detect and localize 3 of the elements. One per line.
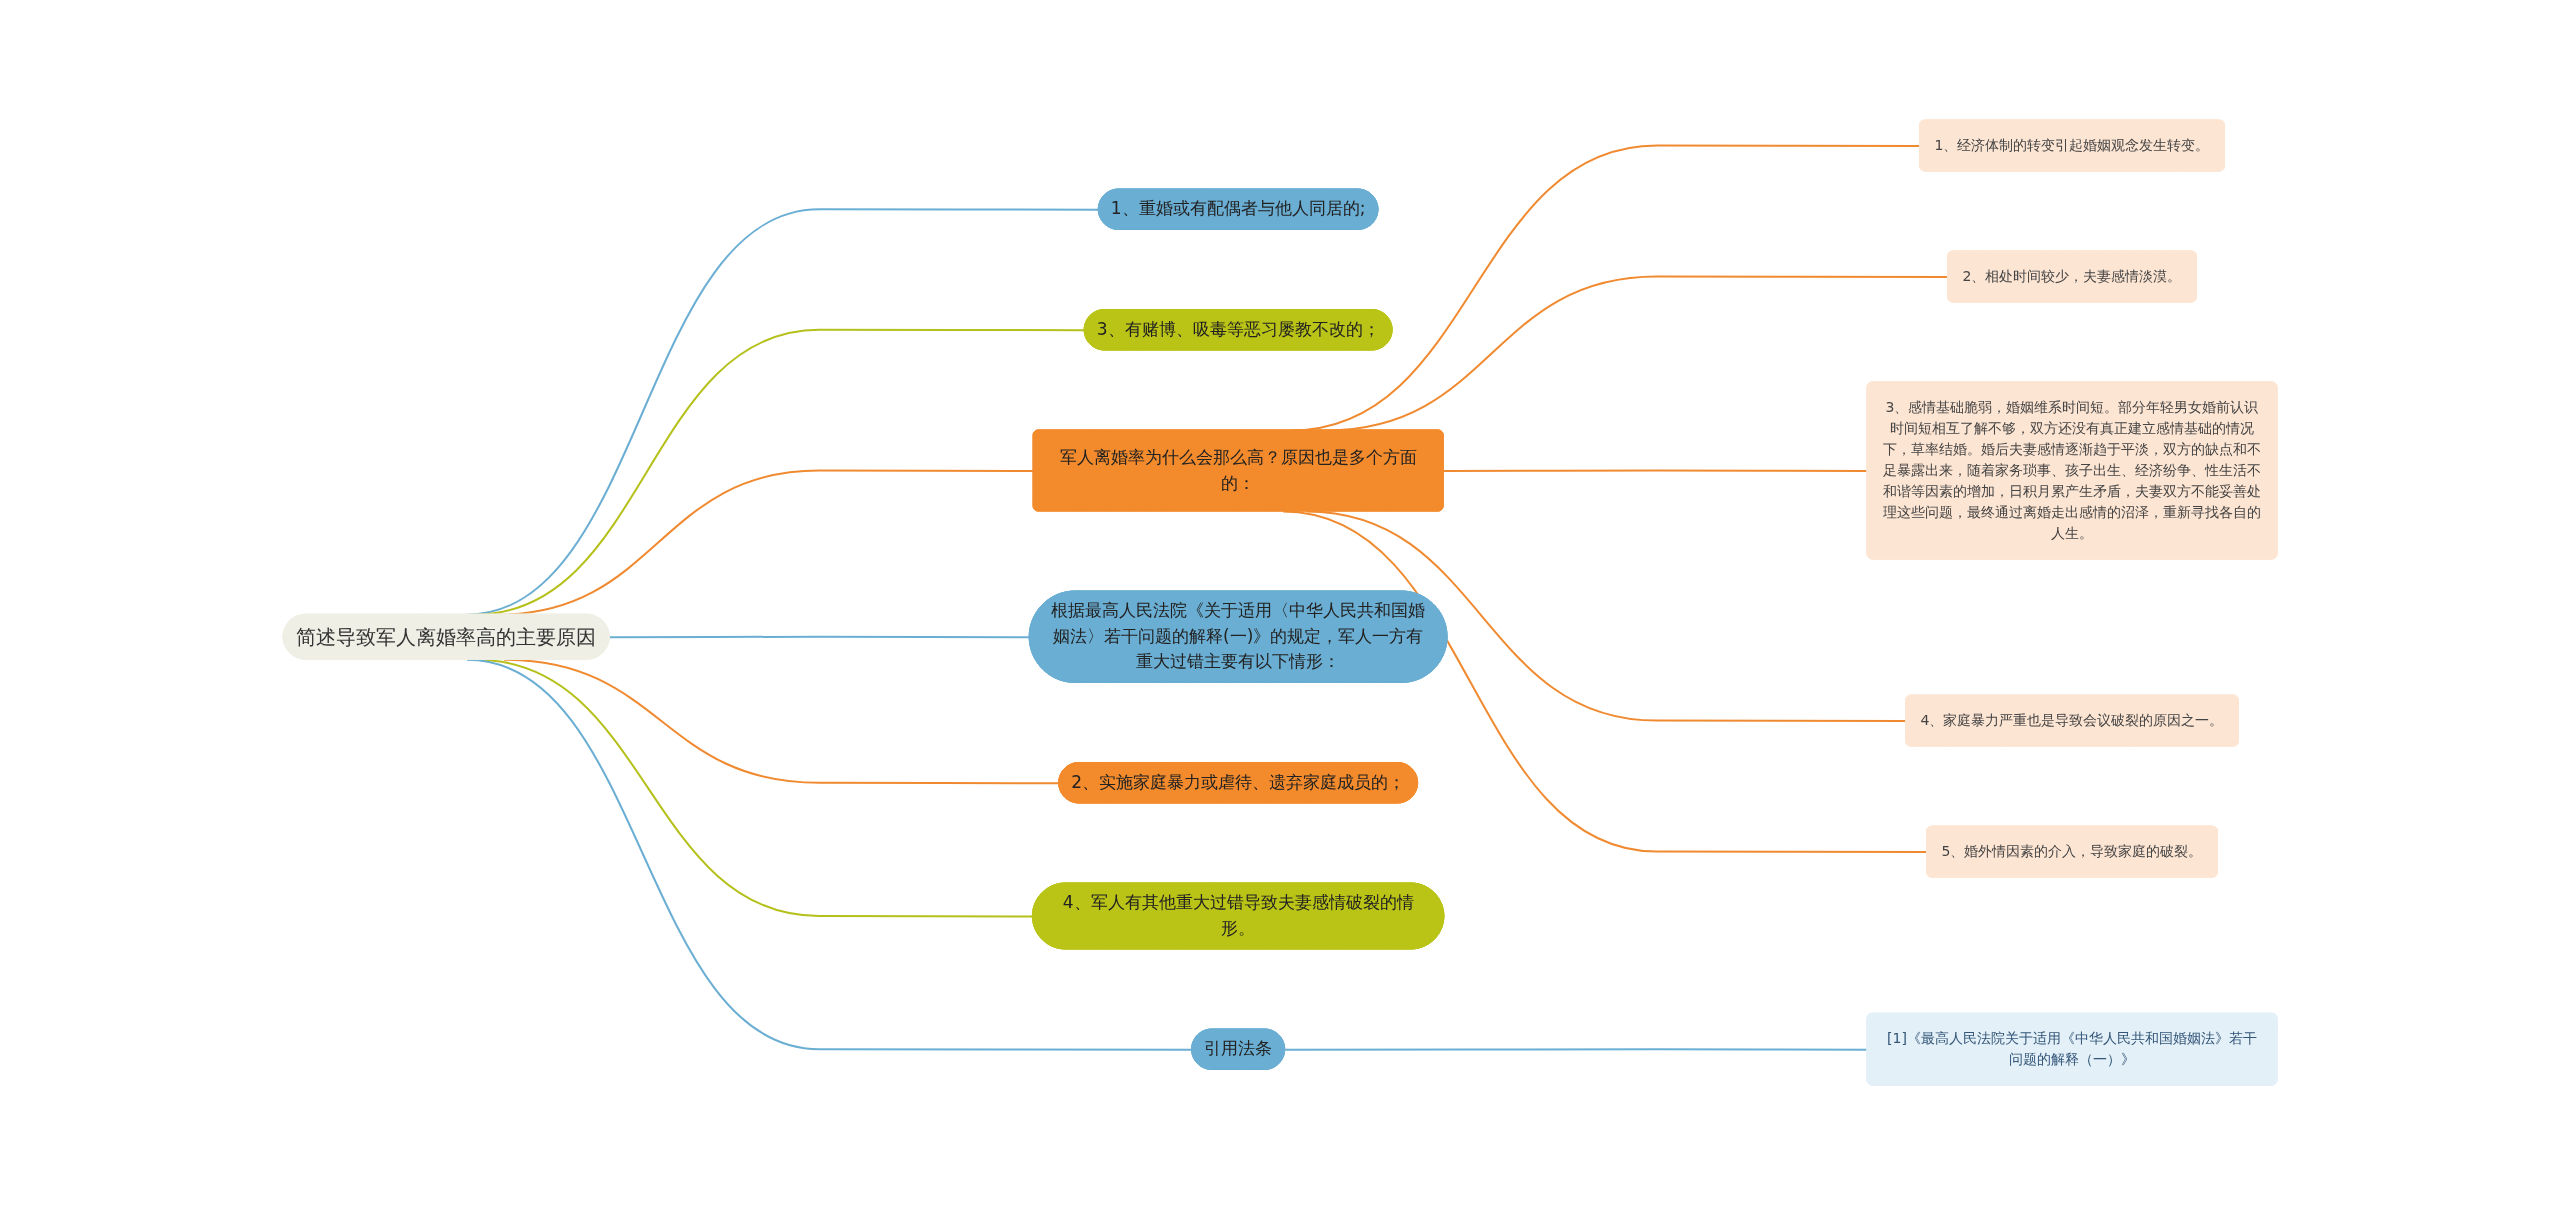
- connector: [608, 635, 1031, 639]
- connector: [1442, 469, 1869, 472]
- connector: [1284, 1048, 1869, 1051]
